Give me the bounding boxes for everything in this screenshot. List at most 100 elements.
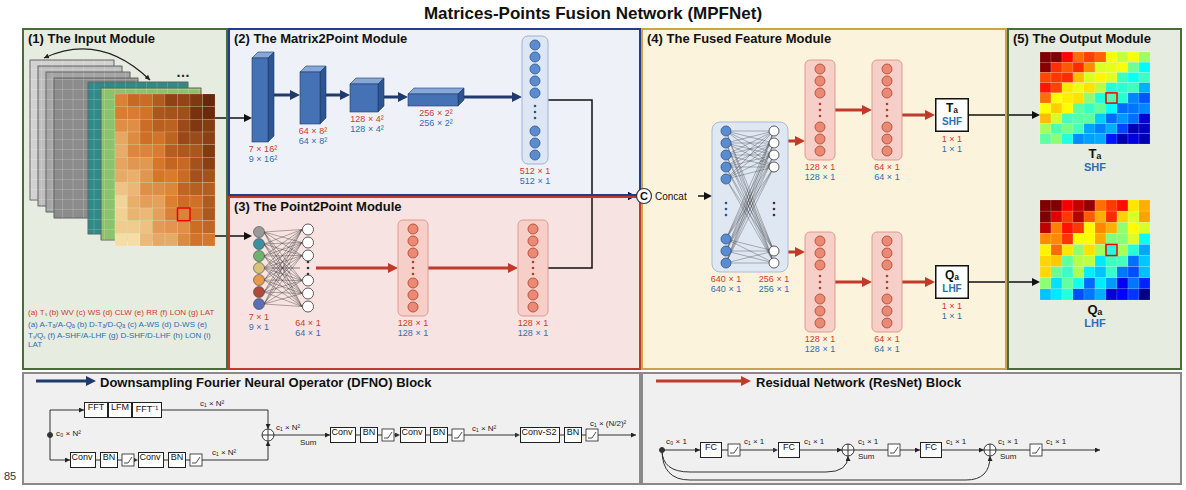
shape (1062, 103, 1073, 113)
shape (815, 236, 825, 246)
shape (254, 275, 265, 286)
shape (522, 36, 548, 164)
node-outline (518, 220, 548, 316)
shape (153, 195, 166, 208)
operation-label: FFT (88, 402, 105, 412)
dense-layer: 64 × 164 × 1 (300, 220, 316, 316)
node-outline (252, 226, 266, 310)
shape (726, 131, 774, 179)
variable-label: Tₐ (946, 101, 958, 115)
shape (178, 183, 191, 196)
shape (153, 208, 166, 221)
shape (815, 248, 825, 258)
shape (190, 183, 203, 196)
shape (1051, 267, 1062, 278)
dense-mesh (264, 230, 302, 307)
input-point-layer: 7 × 19 × 1 (252, 226, 266, 310)
shape (264, 243, 302, 269)
shape (1084, 211, 1095, 222)
dimension-label: 128 × 1 (518, 328, 548, 338)
shape (178, 145, 191, 158)
shape (412, 267, 415, 270)
shape (882, 236, 892, 246)
shape (726, 167, 774, 263)
operation-label: BN (567, 427, 580, 437)
shape (203, 145, 216, 158)
shape (1128, 72, 1139, 82)
shape (203, 170, 216, 183)
dimension-label: 64 × 1 (295, 328, 320, 338)
shape (1084, 93, 1095, 103)
fused-dense-network: 640 × 1640 × 1256 × 1256 × 1 (712, 122, 788, 272)
shape (1128, 200, 1139, 211)
shape (203, 94, 216, 107)
shape (1040, 222, 1051, 233)
shape (1084, 124, 1095, 134)
connector-arrow (428, 267, 512, 270)
shape (115, 157, 128, 170)
shape (1040, 289, 1051, 300)
operation-box: BN (360, 427, 378, 443)
shape (1051, 52, 1062, 62)
dimension-label: 9 × 16² (249, 154, 277, 164)
layer-arrow (44, 49, 150, 80)
shape (165, 132, 178, 145)
shape (1062, 211, 1073, 222)
variable-label: Tₐ (1089, 146, 1102, 161)
shape (1062, 244, 1073, 255)
node-outline (712, 122, 788, 272)
shape (1062, 233, 1073, 244)
connector-arrow (548, 196, 631, 268)
shape (1117, 233, 1128, 244)
shape (1095, 289, 1106, 300)
dimension-label: Sum (300, 438, 316, 447)
shape (721, 174, 731, 184)
shape (1139, 52, 1150, 62)
shape (1073, 211, 1084, 222)
shape (872, 232, 902, 332)
shape (128, 195, 141, 208)
shape (769, 138, 779, 148)
shape (1139, 233, 1150, 244)
connector-arrow (902, 281, 929, 284)
connector-arrow (384, 96, 402, 99)
shape (1040, 134, 1051, 144)
dimension-label: … (176, 64, 190, 80)
shape (264, 230, 302, 293)
connector-arrow (464, 96, 516, 99)
shape (1128, 93, 1139, 103)
shape (165, 195, 178, 208)
shape (190, 132, 203, 145)
variable-label: SHF (1084, 161, 1106, 173)
shape (1040, 267, 1051, 278)
module-panel: (3) The Point2Point Module7 × 19 × 164 ×… (228, 196, 641, 370)
dimension-label: 128 × 1 (398, 318, 428, 328)
shape (726, 131, 774, 143)
shape (1051, 289, 1062, 300)
module-title: Residual Network (ResNet) Block (756, 375, 961, 390)
dimension-label: 256 × 1 (759, 284, 789, 294)
shape (1073, 52, 1084, 62)
shape (1139, 256, 1150, 267)
dimension-label: 640 × 1 (711, 274, 741, 284)
shape (726, 131, 774, 251)
shape (1139, 134, 1150, 144)
shape (1084, 83, 1095, 93)
concat-label: C (640, 190, 648, 202)
shape (1062, 289, 1073, 300)
module-panel: (5) The Output ModuleTₐSHFQₐLHF (1007, 28, 1182, 370)
dimension-label: Sum (858, 452, 874, 461)
shape (303, 224, 314, 235)
module-title: (2) The Matrix2Point Module (234, 31, 407, 46)
shape (115, 221, 128, 234)
shape (1139, 200, 1150, 211)
shape (1084, 103, 1095, 113)
dimension-label: 640 × 1 (711, 284, 741, 294)
dimension-label: 1 × 1 (942, 144, 962, 154)
shape (128, 145, 141, 158)
shape (1073, 62, 1084, 72)
shape (1128, 233, 1139, 244)
shape (1084, 134, 1095, 144)
shape (264, 292, 302, 307)
dimension-label: 64 × 8² (299, 126, 327, 136)
